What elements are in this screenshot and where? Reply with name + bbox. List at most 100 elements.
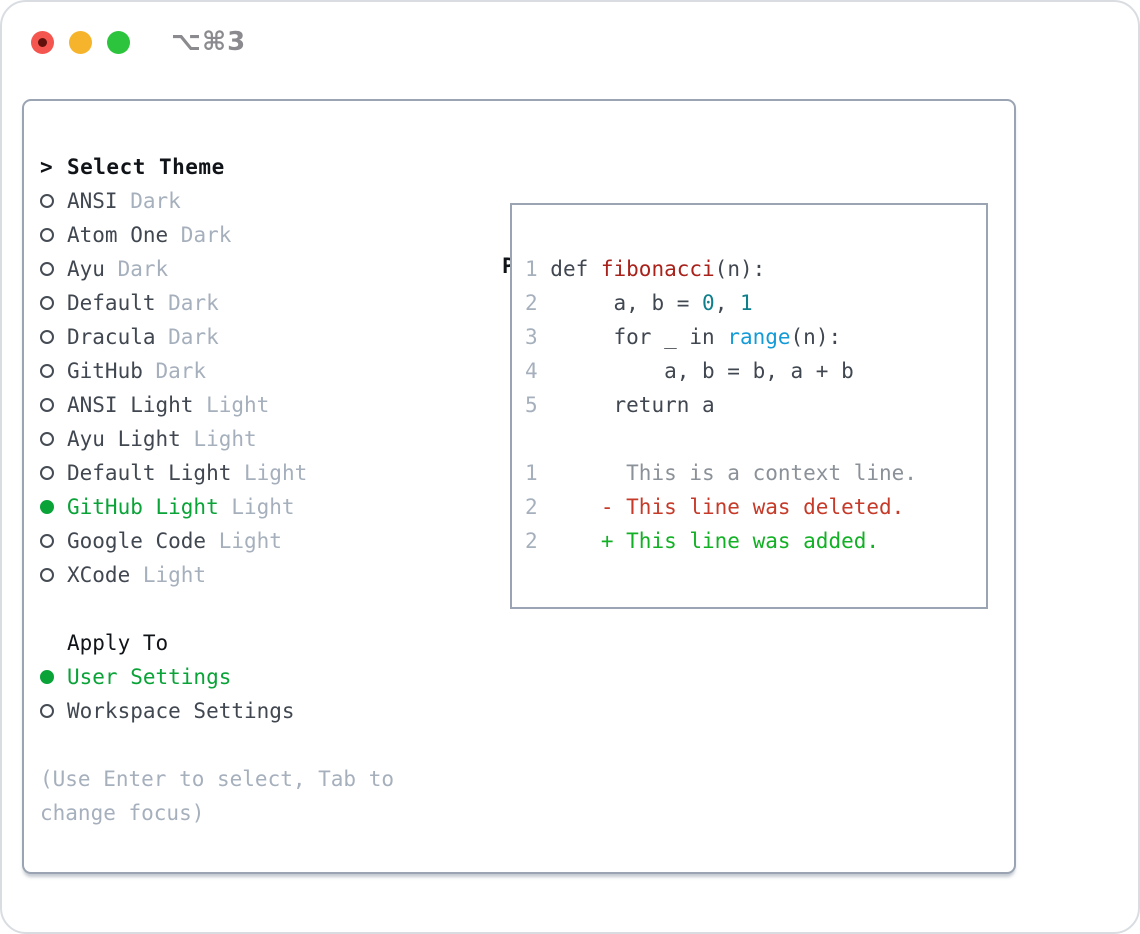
theme-option-label: GitHub (67, 359, 143, 383)
bullet-column (40, 194, 67, 208)
code-segment-code: (n): (714, 257, 766, 281)
hint-line-2: change focus) (40, 801, 205, 825)
radio-icon (40, 534, 54, 548)
theme-variant-tag: Dark (168, 325, 219, 349)
theme-option-label: Atom One (67, 223, 169, 247)
radio-icon (40, 432, 54, 446)
bullet-column (40, 466, 67, 480)
code-segment-num: 0 (702, 291, 715, 315)
radio-icon (40, 228, 54, 242)
theme-variant-tag: Light (206, 393, 270, 417)
radio-icon (40, 296, 54, 310)
code-segment-ln: 1 (525, 461, 538, 485)
bullet-column (40, 534, 67, 548)
code-line: 3 for _ in range(n): (525, 320, 976, 354)
radio-icon (40, 194, 54, 208)
code-segment-ln: 2 (525, 495, 538, 519)
code-line (525, 422, 976, 456)
theme-option-label: Default Light (67, 461, 232, 485)
apply-to-label: Apply To (67, 631, 169, 655)
code-segment-ln: 4 (525, 359, 538, 383)
theme-option-ayu[interactable]: Ayu Dark (40, 252, 480, 286)
theme-variant-tag: Dark (180, 223, 232, 247)
theme-option-label: ANSI (67, 189, 118, 213)
apply-option-workspace-settings[interactable]: Workspace Settings (40, 694, 480, 728)
bullet-column (40, 500, 67, 514)
theme-option-github-light[interactable]: GitHub Light Light (40, 490, 480, 524)
code-segment-ln: 1 (525, 257, 551, 281)
code-segment-ln: 5 (525, 393, 538, 417)
apply-option-label: Workspace Settings (67, 699, 295, 723)
theme-option-label: XCode (67, 563, 131, 587)
theme-option-default-light[interactable]: Default Light Light (40, 456, 480, 490)
window-title: ⌥⌘3 (171, 27, 247, 57)
code-segment-code: a, b = b, a + b (537, 359, 854, 383)
code-segment-ln: 2 (525, 291, 538, 315)
code-line: 5 return a (525, 388, 976, 422)
theme-option-label: ANSI Light (67, 393, 194, 417)
code-segment-code (538, 495, 601, 519)
theme-variant-tag: Light (244, 461, 308, 485)
code-segment-func: fibonacci (600, 257, 715, 281)
theme-option-default[interactable]: Default Dark (40, 286, 480, 320)
code-segment-code: def (550, 257, 601, 281)
code-segment-del: - This line was deleted. (600, 495, 905, 519)
bullet-column (40, 670, 67, 684)
code-line: 4 a, b = b, a + b (525, 354, 976, 388)
theme-variant-tag: Dark (168, 291, 219, 315)
theme-option-xcode[interactable]: XCode Light (40, 558, 480, 592)
theme-variant-tag: Light (231, 495, 295, 519)
theme-option-label: GitHub Light (67, 495, 219, 519)
zoom-button[interactable] (107, 30, 130, 54)
theme-option-ansi-light[interactable]: ANSI Light Light (40, 388, 480, 422)
radio-selected-icon (40, 670, 54, 684)
theme-variant-tag: Light (142, 563, 207, 587)
hint-line-1: (Use Enter to select, Tab to (40, 767, 395, 791)
prompt-icon: > (40, 155, 53, 179)
bullet-column (40, 568, 67, 582)
select-theme-header: > Select Theme (40, 150, 480, 184)
code-segment-code: return a (537, 393, 715, 417)
minimize-button[interactable] (69, 30, 92, 54)
spacer (40, 728, 480, 762)
theme-option-label: Google Code (67, 529, 207, 553)
code-segment-code: for _ in (537, 325, 728, 349)
close-button[interactable] (31, 30, 54, 54)
theme-option-atom-one[interactable]: Atom One Dark (40, 218, 480, 252)
theme-option-label: Ayu (67, 257, 105, 281)
theme-option-github[interactable]: GitHub Dark (40, 354, 480, 388)
code-segment-num: 1 (739, 291, 753, 315)
bullet-column (40, 228, 67, 242)
select-theme-label: Select Theme (67, 155, 225, 179)
close-button-dot-icon (38, 37, 47, 47)
code-line: 2 - This line was deleted. (525, 490, 976, 524)
apply-option-user-settings[interactable]: User Settings (40, 660, 480, 694)
radio-icon (40, 262, 54, 276)
theme-variant-tag: Dark (155, 359, 207, 383)
apply-to-header: Apply To (40, 626, 480, 660)
code-segment-ln: 2 (525, 529, 538, 553)
spacer (40, 592, 480, 626)
theme-variant-tag: Light (193, 427, 257, 451)
radio-icon (40, 330, 54, 344)
theme-variant-tag: Dark (117, 257, 169, 281)
radio-icon (40, 704, 54, 718)
bullet-column (40, 704, 67, 718)
theme-option-ayu-light[interactable]: Ayu Light Light (40, 422, 480, 456)
code-segment-add: + This line was added. (600, 529, 880, 553)
radio-icon (40, 466, 54, 480)
bullet-column (40, 262, 67, 276)
theme-option-label: Default (67, 291, 156, 315)
code-segment-code: , (714, 291, 740, 315)
code-segment-code (538, 529, 601, 553)
radio-icon (40, 398, 54, 412)
radio-selected-icon (40, 500, 54, 514)
theme-option-label: Ayu Light (67, 427, 181, 451)
